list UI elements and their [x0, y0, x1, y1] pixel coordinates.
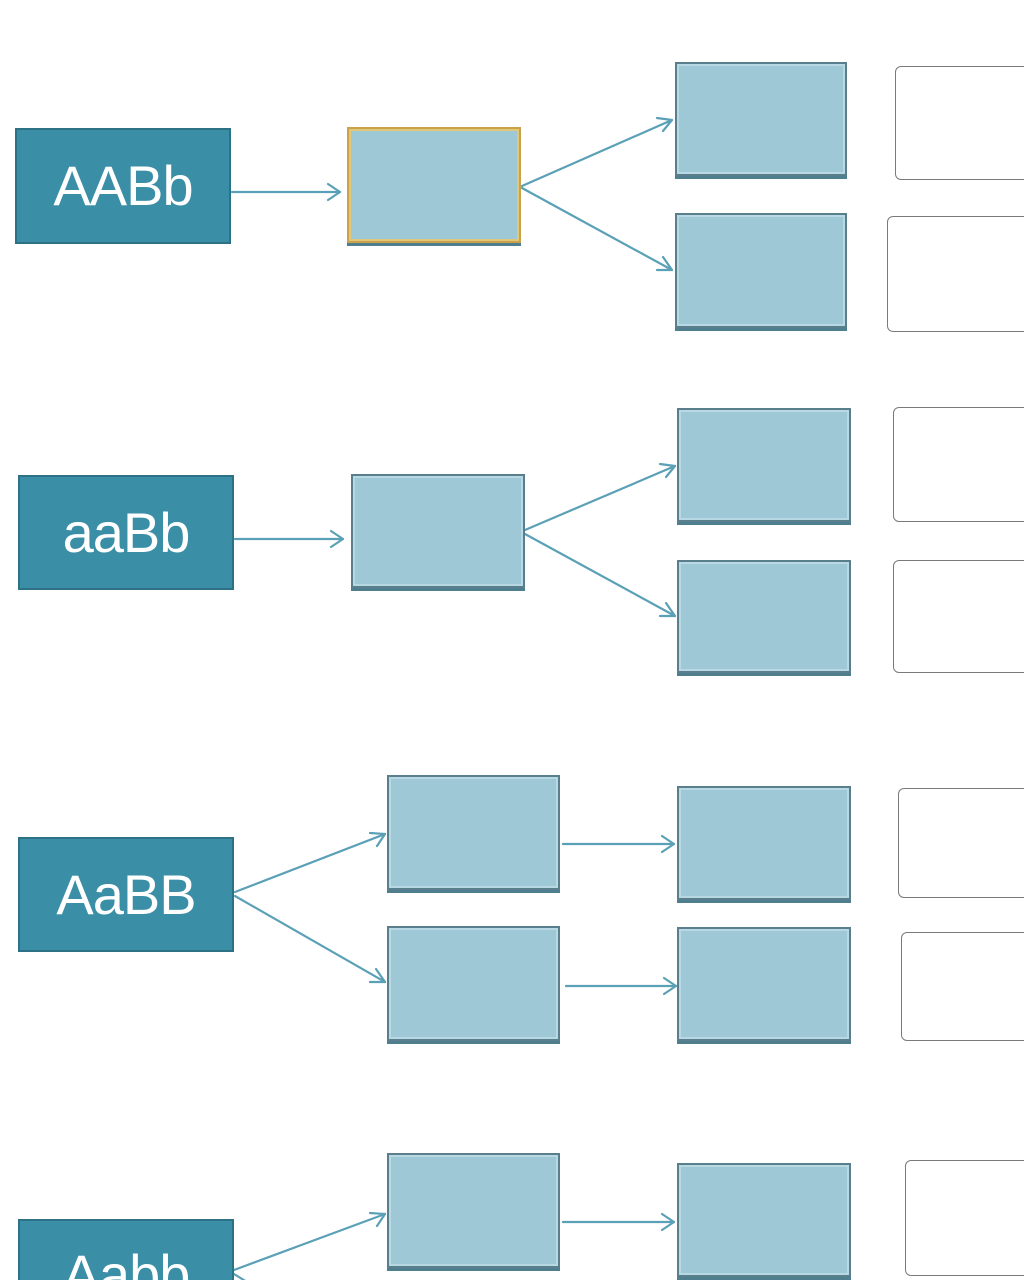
arrow-row4-branch-top	[232, 1211, 387, 1272]
answer-box-row1-bottom[interactable]	[887, 216, 1024, 332]
gamete-box-row1-bottom[interactable]	[675, 213, 847, 328]
gamete-box-row2-top[interactable]	[677, 408, 851, 522]
arrow-row1-to-gamete	[230, 182, 342, 202]
arrow-row3-branch-bottom	[233, 894, 387, 984]
gamete-box-row4-right-top[interactable]	[677, 1163, 851, 1277]
genotype-label: aaBb	[62, 500, 191, 564]
arrow-row3-top-to-right	[561, 834, 676, 854]
arrow-row2-to-gamete	[233, 529, 345, 549]
arrow-row3-bottom-to-right	[564, 976, 678, 996]
genotype-label: Aabb	[62, 1243, 191, 1280]
genotype-box-row2: aaBb	[18, 475, 234, 590]
gamete-box-row3-right-bottom[interactable]	[677, 927, 851, 1041]
arrow-row3-branch-top	[233, 831, 387, 894]
genotype-label: AaBB	[56, 862, 196, 926]
answer-box-row2-top[interactable]	[893, 407, 1024, 522]
arrow-row4-branch-bottom	[232, 1272, 246, 1280]
answer-box-row1-top[interactable]	[895, 66, 1024, 180]
arrow-row1-branch-top	[520, 116, 674, 188]
gamete-box-row3-top[interactable]	[387, 775, 560, 890]
gamete-box-row1-top[interactable]	[675, 62, 847, 176]
genotype-box-row3: AaBB	[18, 837, 234, 952]
answer-box-row4-top[interactable]	[905, 1160, 1024, 1276]
answer-box-row3-bottom[interactable]	[901, 932, 1024, 1041]
answer-box-row2-bottom[interactable]	[893, 560, 1024, 673]
genotype-box-row1: AABb	[15, 128, 231, 244]
gamete-box-row2[interactable]	[351, 474, 525, 588]
genotype-label: AABb	[53, 154, 193, 217]
arrow-row4-top-to-right	[561, 1212, 676, 1232]
arrow-row1-branch-bottom	[520, 186, 674, 272]
answer-box-row3-top[interactable]	[898, 788, 1024, 898]
arrow-row2-branch-top	[523, 462, 677, 532]
gamete-box-row3-right-top[interactable]	[677, 786, 851, 900]
gamete-box-row3-bottom[interactable]	[387, 926, 560, 1041]
gamete-box-row1[interactable]	[347, 127, 521, 243]
gamete-box-row2-bottom[interactable]	[677, 560, 851, 673]
gamete-box-row4-top[interactable]	[387, 1153, 560, 1268]
genotype-box-row4: Aabb	[18, 1219, 234, 1280]
arrow-row2-branch-bottom	[523, 532, 677, 618]
